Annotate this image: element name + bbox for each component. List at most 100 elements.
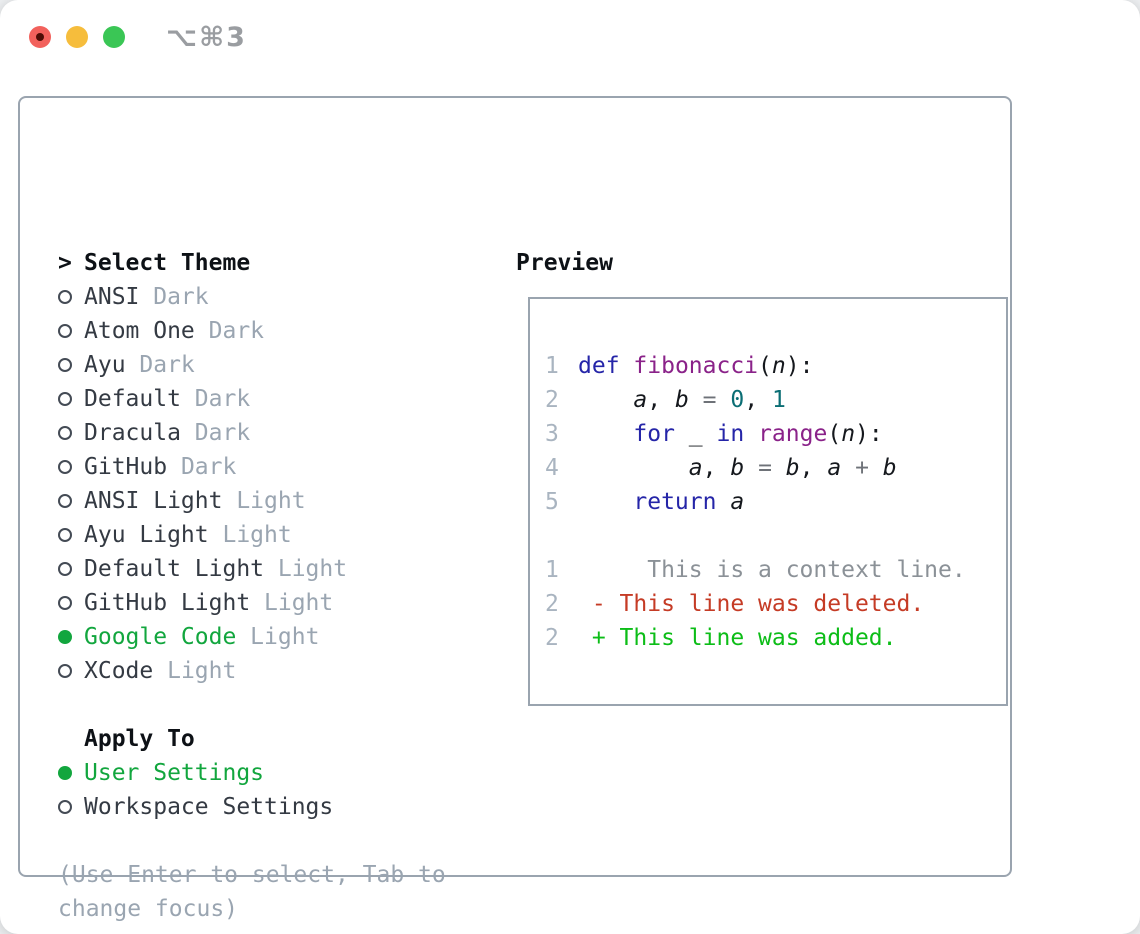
apply-to-header: Apply To (58, 722, 446, 756)
theme-option-default-light[interactable]: Default Light Light (58, 552, 446, 586)
option-variant: Dark (125, 352, 195, 378)
option-label: Atom One (84, 318, 195, 344)
line-content: + This line was added. (578, 625, 897, 651)
option-label: GitHub (84, 454, 168, 480)
line-number: 1 (545, 557, 559, 583)
line-content: - This line was deleted. (578, 591, 925, 617)
option-label: ANSI Light (84, 488, 223, 514)
theme-option-github[interactable]: GitHub Dark (58, 450, 446, 484)
line-number: 3 (545, 421, 559, 447)
theme-option-ayu-light[interactable]: Ayu Light Light (58, 518, 446, 552)
radio-unselected-icon (58, 324, 72, 338)
code-line: 4 a, b = b, a + b (545, 451, 1006, 485)
option-variant: Dark (167, 454, 237, 480)
code-line: 2 a, b = 0, 1 (545, 383, 1006, 417)
theme-option-ayu[interactable]: Ayu Dark (58, 348, 446, 382)
option-variant: Light (222, 488, 306, 514)
theme-option-default[interactable]: Default Dark (58, 382, 446, 416)
option-variant: Light (236, 624, 320, 650)
radio-unselected-icon (58, 528, 72, 542)
selection-prompt: > (58, 250, 72, 276)
diff-line-added: 2 + This line was added. (545, 621, 1006, 655)
spacer (58, 824, 446, 858)
option-variant: Dark (194, 318, 265, 344)
close-dot-icon (36, 33, 44, 41)
radio-unselected-icon (58, 596, 72, 610)
theme-option-github-light[interactable]: GitHub Light Light (58, 586, 446, 620)
line-content: a, b = 0, 1 (633, 387, 786, 413)
line-content: return a (633, 489, 745, 515)
preview-title: Preview (516, 250, 613, 276)
option-variant: Light (250, 590, 334, 616)
radio-unselected-icon (58, 290, 72, 304)
apply-to-title: Apply To (84, 726, 195, 752)
radio-unselected-icon (58, 392, 72, 406)
radio-unselected-icon (58, 800, 72, 814)
line-number: 5 (545, 489, 559, 515)
option-label: Google Code (84, 624, 237, 650)
line-number: 1 (545, 353, 559, 379)
option-variant: Light (264, 556, 348, 582)
line-content: a, b = b, a + b (688, 455, 897, 481)
hint-line-2: change focus) (58, 896, 239, 922)
theme-option-ansi-light[interactable]: ANSI Light Light (58, 484, 446, 518)
apply-option-user-settings[interactable]: User Settings (58, 756, 446, 790)
code-line: 3 for _ in range(n): (545, 417, 1006, 451)
option-label: GitHub Light (84, 590, 251, 616)
theme-option-google-code[interactable]: Google Code Light (58, 620, 446, 654)
option-label: XCode (84, 658, 154, 684)
option-variant: Light (153, 658, 237, 684)
zoom-button[interactable] (103, 26, 125, 48)
line-content: This is a context line. (578, 557, 966, 583)
line-content: for _ in range(n): (633, 421, 883, 447)
radio-unselected-icon (58, 664, 72, 678)
theme-option-xcode[interactable]: XCode Light (58, 654, 446, 688)
titlebar: ⌥⌘3 (0, 0, 1140, 74)
radio-unselected-icon (58, 562, 72, 576)
option-variant: Dark (180, 420, 251, 446)
option-label: Default Light (84, 556, 265, 582)
option-label: Workspace Settings (84, 794, 334, 820)
option-variant: Dark (139, 284, 209, 310)
select-theme-header: > Select Theme (58, 246, 446, 280)
option-label: Dracula (84, 420, 181, 446)
radio-selected-icon (58, 630, 72, 644)
option-label: Ayu Light (84, 522, 209, 548)
radio-unselected-icon (58, 494, 72, 508)
theme-option-dracula[interactable]: Dracula Dark (58, 416, 446, 450)
close-button[interactable] (29, 26, 51, 48)
option-label: User Settings (84, 760, 265, 786)
line-content: def fibonacci(n): (578, 353, 814, 379)
line-number: 4 (545, 455, 559, 481)
radio-unselected-icon (58, 358, 72, 372)
window-title: ⌥⌘3 (166, 22, 247, 53)
option-variant: Light (208, 522, 292, 548)
radio-unselected-icon (58, 426, 72, 440)
spacer (58, 688, 446, 722)
diff-line-deleted: 2 - This line was deleted. (545, 587, 1006, 621)
code-line: 1 def fibonacci(n): (545, 349, 1006, 383)
radio-selected-icon (58, 766, 72, 780)
hint-line-1: (Use Enter to select, Tab to (58, 862, 446, 888)
preview-header-row: Preview (516, 246, 613, 280)
minimize-button[interactable] (66, 26, 88, 48)
theme-option-ansi[interactable]: ANSI Dark (58, 280, 446, 314)
option-variant: Dark (180, 386, 251, 412)
radio-unselected-icon (58, 460, 72, 474)
option-label: Ayu (84, 352, 126, 378)
diff-line-context: 1 This is a context line. (545, 553, 1006, 587)
apply-option-workspace-settings[interactable]: Workspace Settings (58, 790, 446, 824)
line-number: 2 (545, 625, 559, 651)
select-theme-title: Select Theme (84, 250, 251, 276)
code-line: 5 return a (545, 485, 1006, 519)
option-label: ANSI (84, 284, 140, 310)
theme-option-atom-one[interactable]: Atom One Dark (58, 314, 446, 348)
line-number: 2 (545, 591, 559, 617)
blank-line (545, 519, 1006, 553)
